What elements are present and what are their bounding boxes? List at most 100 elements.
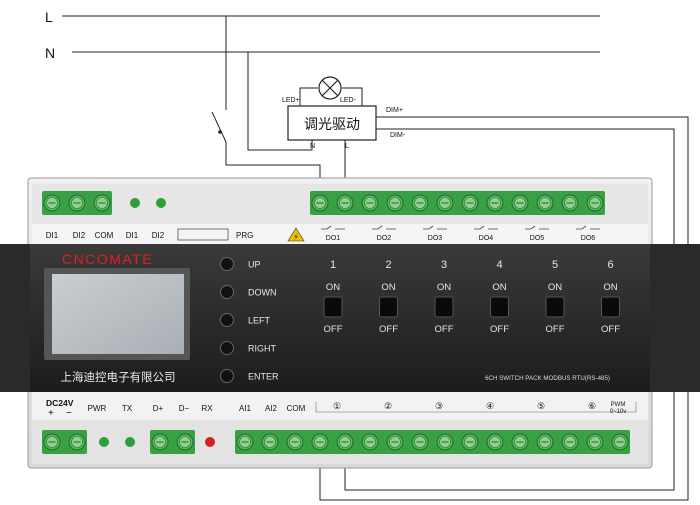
rs485-terminal-screw[interactable] <box>176 433 194 451</box>
top-right-terminal-screw[interactable] <box>461 194 479 212</box>
bottom-label: AI2 <box>265 404 278 413</box>
power-minus-label: − <box>66 408 72 419</box>
channel-off-label: OFF <box>490 324 509 335</box>
bottom-right-terminal-screw[interactable] <box>586 433 604 451</box>
output-label: DO6 <box>581 235 596 242</box>
warning-icon: ⚡ <box>287 227 305 242</box>
input-label: DI1 <box>126 231 139 240</box>
top-right-terminal-screw[interactable] <box>561 194 579 212</box>
channel-toggle-switch[interactable] <box>601 296 620 318</box>
bottom-right-terminal-screw[interactable] <box>486 433 504 451</box>
channel-on-label: ON <box>437 282 451 293</box>
bottom-right-terminal-screw[interactable] <box>261 433 279 451</box>
top-right-terminal-screw[interactable] <box>386 194 404 212</box>
top-left-terminal-block <box>42 191 112 215</box>
channel-number: 2 <box>385 259 391 271</box>
rs485-terminal-block <box>150 430 195 454</box>
channel-toggle-switch[interactable] <box>490 296 509 318</box>
bottom-right-terminal-screw[interactable] <box>511 433 529 451</box>
dim-minus-wire <box>344 128 675 491</box>
pwm-label: PWM <box>611 402 626 408</box>
channel-off-label: OFF <box>546 324 565 335</box>
nav-button-up[interactable] <box>220 257 234 271</box>
bottom-right-terminal-screw[interactable] <box>461 433 479 451</box>
top-right-terminal-screw[interactable] <box>336 194 354 212</box>
switch-lever <box>211 111 227 143</box>
led-minus-label: LED- <box>340 97 357 104</box>
dim-plus-wire <box>319 116 689 501</box>
output-relay-symbol <box>372 225 396 230</box>
tx-indicator-led <box>125 437 135 447</box>
nav-button-label: UP <box>248 260 261 270</box>
output-relay-symbol <box>525 225 549 230</box>
bottom-right-terminal-screw[interactable] <box>236 433 254 451</box>
bottom-label: RX <box>201 404 213 413</box>
pwm-channel-label: ④ <box>486 401 494 411</box>
rs485-terminal-screw[interactable] <box>151 433 169 451</box>
top-right-terminal-screw[interactable] <box>536 194 554 212</box>
bottom-right-terminal-screw[interactable] <box>386 433 404 451</box>
channel-toggle-switch[interactable] <box>545 296 565 318</box>
top-left-terminal-screw[interactable] <box>93 194 111 212</box>
top-right-terminal-screw[interactable] <box>436 194 454 212</box>
brand-logo: CNCOMATE <box>62 251 153 267</box>
pwm-range-label: 0~10v <box>610 409 627 415</box>
di1-indicator-led <box>130 198 140 208</box>
channel-toggle-switch[interactable] <box>379 296 398 318</box>
bottom-label: PWR <box>88 404 107 413</box>
lcd-screen <box>52 274 184 354</box>
top-right-terminal-screw[interactable] <box>586 194 604 212</box>
bottom-right-terminal-screw[interactable] <box>411 433 429 451</box>
nav-button-label: DOWN <box>248 288 277 298</box>
led-plus-label: LED+ <box>282 97 300 104</box>
nav-button-left[interactable] <box>220 313 234 327</box>
top-right-terminal-screw[interactable] <box>486 194 504 212</box>
lamp-icon <box>318 76 342 100</box>
bottom-right-terminal-screw[interactable] <box>311 433 329 451</box>
bottom-right-terminal-screw[interactable] <box>336 433 354 451</box>
channel-on-label: ON <box>381 282 395 293</box>
top-left-terminal-screw[interactable] <box>68 194 86 212</box>
mains-wiring <box>62 15 689 501</box>
bottom-right-terminal-screw[interactable] <box>561 433 579 451</box>
rail-clip-right <box>650 244 700 392</box>
power-terminal-screw[interactable] <box>68 433 86 451</box>
channel-toggle-switch[interactable] <box>323 296 343 318</box>
prg-label: PRG <box>236 231 253 240</box>
analog-pwm-terminal-block <box>235 430 630 454</box>
dim-plus-label: DIM+ <box>386 107 403 114</box>
company-name: 上海迪控电子有限公司 <box>61 370 176 384</box>
output-relay-symbol <box>423 225 447 230</box>
channel-on-label: ON <box>492 282 506 293</box>
line-label: L <box>45 9 53 25</box>
output-relay-symbol <box>321 225 345 230</box>
nav-button-enter[interactable] <box>220 369 234 383</box>
bottom-right-terminal-screw[interactable] <box>436 433 454 451</box>
output-label: DO3 <box>428 235 443 242</box>
nav-button-label: ENTER <box>248 372 279 382</box>
bottom-right-terminal-screw[interactable] <box>286 433 304 451</box>
bottom-label: COM <box>287 404 306 413</box>
bottom-right-terminal-screw[interactable] <box>611 433 629 451</box>
bottom-label: D− <box>179 404 190 413</box>
driver-n-label: N <box>310 143 315 150</box>
channel-toggle-switch[interactable] <box>434 296 454 318</box>
nav-button-right[interactable] <box>220 341 234 355</box>
top-right-terminal-screw[interactable] <box>511 194 529 212</box>
nav-button-down[interactable] <box>220 285 234 299</box>
output-relay-symbol <box>474 225 498 230</box>
top-right-terminal-screw[interactable] <box>311 194 329 212</box>
power-terminal-screw[interactable] <box>43 433 61 451</box>
top-right-terminal-screw[interactable] <box>361 194 379 212</box>
bottom-right-terminal-screw[interactable] <box>361 433 379 451</box>
top-left-terminal-screw[interactable] <box>43 194 61 212</box>
channel-number: 1 <box>330 259 336 271</box>
channel-on-label: ON <box>548 282 562 293</box>
bottom-right-terminal-screw[interactable] <box>536 433 554 451</box>
top-right-terminal-screw[interactable] <box>411 194 429 212</box>
